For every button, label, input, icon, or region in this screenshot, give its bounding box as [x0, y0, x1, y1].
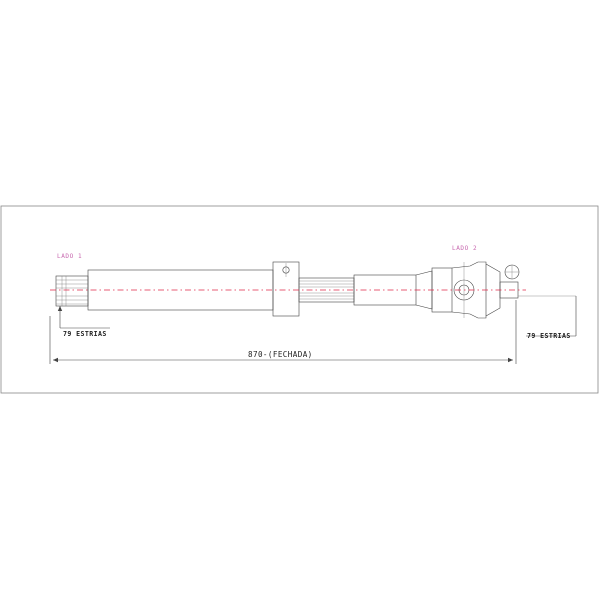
- spline-callout-left: [57, 306, 110, 329]
- splined-end-left: [55, 275, 89, 307]
- side-2-label: LADO 2: [452, 245, 477, 252]
- overall-length-dimension: [49, 300, 517, 364]
- drawing-frame: [0, 205, 599, 394]
- spline-count-left: 79 ESTRIAS: [63, 330, 107, 338]
- spline-count-right: 79 ESTRIAS: [527, 332, 571, 340]
- overall-length-label: 870-(FECHADA): [248, 350, 313, 359]
- side-1-label: LADO 1: [57, 253, 82, 260]
- spline-callout-right: [526, 296, 577, 337]
